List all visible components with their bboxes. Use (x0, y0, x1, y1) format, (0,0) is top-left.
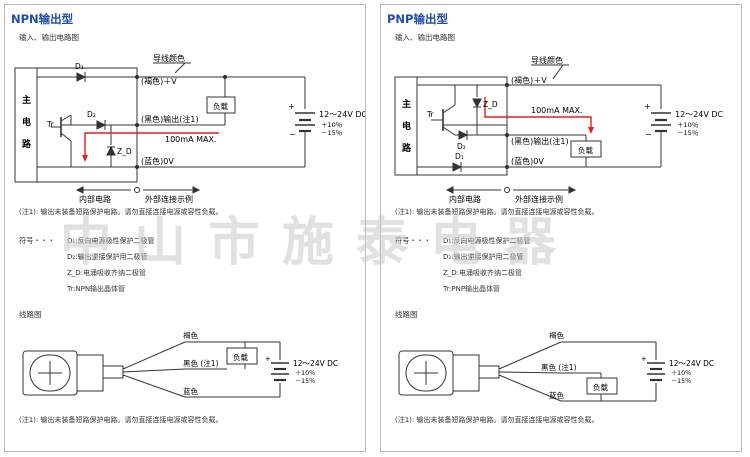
transistor-label: Tr (426, 110, 434, 119)
main-circuit-char-2: 电 (22, 116, 31, 128)
pnp-panel: PNP输出型 输入、输出电路图 (380, 4, 742, 452)
npn-circuit-diagram: 导线颜色 主 电 路 (褐色)＋V (黑色)输出(注1) (蓝色)0V 负载 1… (14, 53, 365, 204)
panel-title: PNP输出型 (387, 12, 448, 26)
wiring-tol-minus: －15％ (671, 378, 691, 385)
wiring-supply: 12～24V DC (669, 359, 714, 368)
main-circuit-char-1: 主 (22, 94, 31, 106)
max-current-label: 100mA MAX. (165, 135, 216, 144)
npn-wiring-diagram: 褐色 黑色 (注1) 蓝色 负载 12～24V DC ＋10％ －15％ + (22, 330, 338, 398)
d1-label: D₁ (75, 62, 84, 71)
tolerance-minus: －15％ (321, 129, 342, 137)
wiring-tol-plus: ＋10％ (671, 370, 691, 377)
current-path-arrow (84, 132, 219, 160)
zener-label: Z_D (483, 100, 498, 109)
main-circuit-char-1: 主 (402, 98, 411, 110)
symbol-tr: Tr:NPN输出晶体管 (67, 285, 126, 293)
load-box (206, 96, 236, 114)
wiring-black: 黑色 (注1) (183, 358, 219, 368)
internal-circuit-label: 内部电路 (449, 194, 481, 204)
wire-color-label: 导线颜色 (153, 53, 185, 63)
note-1: (注1): 输出未装备短路保护电路。请勿直接连接电源或容性负载。 (19, 208, 223, 216)
main-circuit-char-3: 路 (402, 142, 412, 154)
d2-label: D₂ (87, 110, 96, 119)
black-wire-label: (黑色)输出(注1) (141, 114, 199, 124)
npn-panel: NPN输出型 输入、输出电路图 (4, 4, 366, 452)
tolerance-plus: ＋10％ (677, 121, 698, 129)
symbol-d2: D₂:输出逆接保护用二极管 (443, 253, 524, 261)
svg-text:+: + (288, 102, 295, 111)
blue-wire-label: (蓝色)0V (511, 156, 544, 166)
zener-label: Z_D (117, 147, 132, 156)
pnp-circuit-diagram: 导线颜色 主 电 路 (褐色)＋V (黑色)输出(注1) (蓝色)0V 负载 1… (394, 55, 724, 204)
main-circuit-char-2: 电 (402, 120, 411, 132)
blue-wire-label: (蓝色)0V (141, 156, 174, 166)
wiring-load: 负载 (233, 352, 248, 362)
wiring-load: 负载 (593, 382, 608, 392)
note-1: (注1): 输出未装备短路保护电路。请勿直接连接电源或容性负载。 (395, 208, 599, 216)
internal-circuit-label: 内部电路 (79, 194, 111, 204)
wiring-brown: 褐色 (183, 330, 198, 340)
note-2: (注1): 输出未装备短路保护电路。请勿直接连接电源或容性负载。 (395, 416, 599, 424)
tolerance-minus: －15％ (677, 129, 698, 137)
svg-text:+: + (641, 355, 647, 363)
circuit-subtitle: 输入、输出电路图 (395, 33, 455, 42)
wiring-title: 线路图 (19, 310, 42, 319)
symbol-zd: Z_D:电涌吸收齐纳二极管 (67, 269, 147, 277)
wiring-brown: 褐色 (549, 330, 564, 340)
d2-label: D₂ (457, 142, 466, 151)
symbols-label: 符号・・・ (19, 236, 55, 245)
symbol-zd: Z_D:电涌吸收齐纳二极管 (443, 269, 523, 277)
supply-voltage-label: 12～24V DC (675, 110, 724, 119)
circuit-subtitle: 输入、输出电路图 (19, 33, 79, 42)
svg-text:+: + (265, 355, 271, 363)
symbol-d2: D₂:输出逆接保护用二极管 (67, 253, 148, 261)
transistor-label: Tr (46, 120, 54, 129)
wiring-blue: 蓝色 (549, 390, 564, 400)
symbols-label: 符号・・・ (395, 236, 431, 245)
wiring-black: 黑色 (注1) (541, 362, 577, 372)
symbol-tr: Tr:PNP输出晶体管 (443, 285, 501, 293)
max-current-label: 100mA MAX. (531, 106, 582, 115)
wiring-tol-plus: ＋10％ (295, 370, 315, 377)
black-wire-label: (黑色)输出(注1) (511, 136, 569, 146)
svg-text:+: + (644, 102, 651, 111)
current-path-arrow (484, 97, 592, 131)
symbol-d1: D₁:反向电源极性保护二极管 (443, 237, 531, 245)
tolerance-plus: ＋10％ (321, 121, 342, 129)
panel-title: NPN输出型 (11, 12, 74, 26)
svg-text:−: − (289, 130, 296, 139)
pnp-wiring-diagram: 褐色 黑色 (注1) 蓝色 负载 12～24V DC ＋10％ －15％ + (398, 330, 714, 402)
svg-text:−: − (645, 130, 652, 139)
load-label: 负载 (578, 145, 593, 155)
main-circuit-char-3: 路 (22, 138, 32, 150)
external-connection-label: 外部连接示例 (145, 194, 193, 204)
brown-wire-label: (褐色)＋V (141, 76, 177, 86)
wiring-supply: 12～24V DC (293, 359, 338, 368)
wire-color-label: 导线颜色 (531, 55, 563, 65)
symbol-d1: D₁:反向电源极性保护二极管 (67, 237, 155, 245)
external-connection-label: 外部连接示例 (515, 194, 563, 204)
load-label: 负载 (213, 101, 228, 111)
supply-voltage-label: 12～24V DC (319, 110, 365, 119)
wiring-title: 线路图 (395, 310, 418, 319)
wiring-tol-minus: －15％ (295, 378, 315, 385)
d1-label: D₁ (455, 152, 464, 161)
note-2: (注1): 输出未装备短路保护电路。请勿直接连接电源或容性负载。 (19, 416, 223, 424)
brown-wire-label: (褐色)＋V (511, 75, 547, 85)
wiring-blue: 蓝色 (183, 386, 198, 396)
